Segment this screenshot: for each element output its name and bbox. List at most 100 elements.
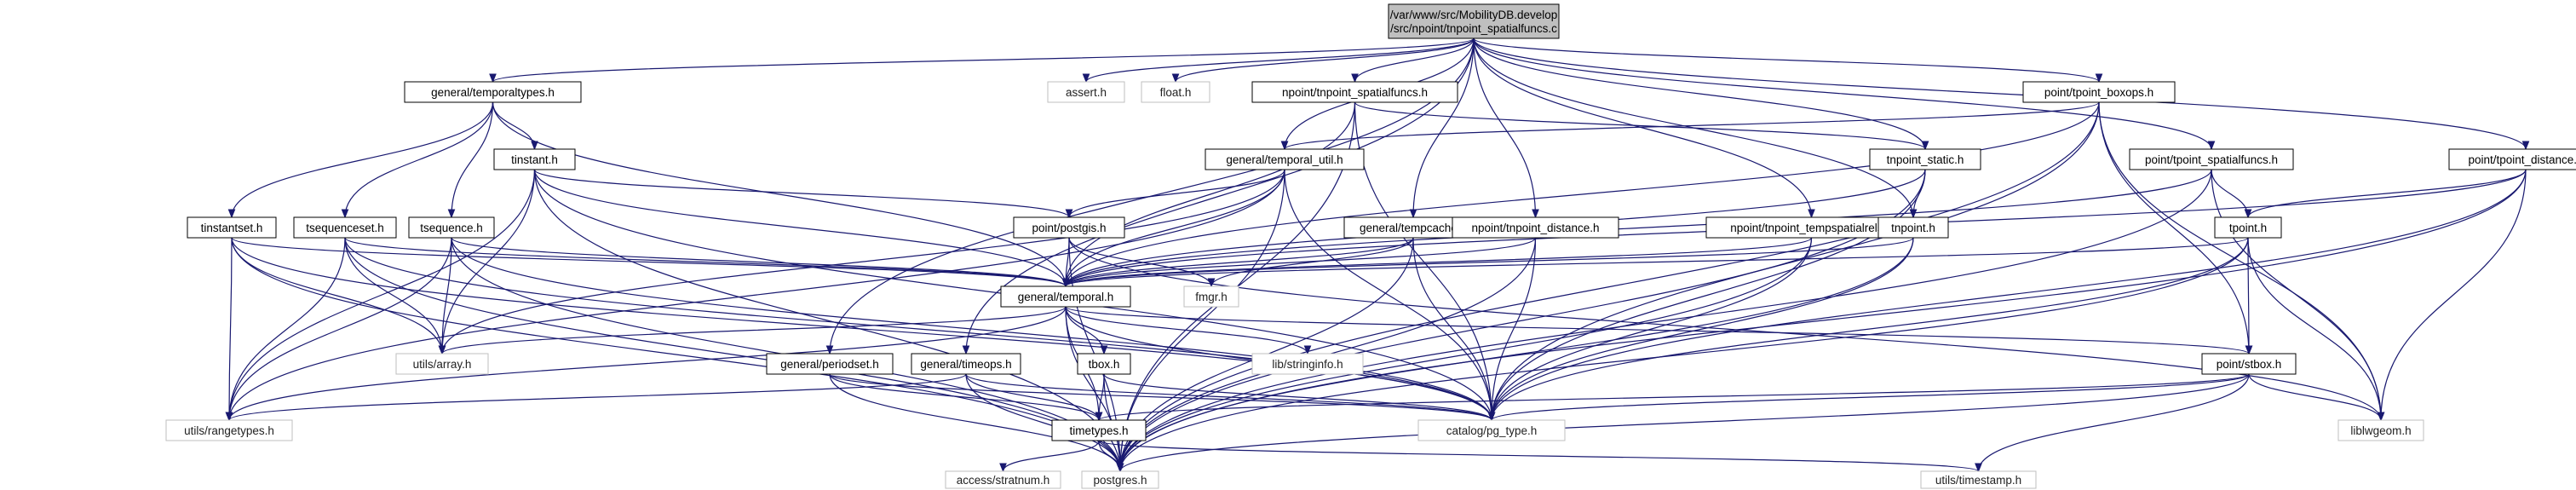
edge-root-to-tpoint_distance — [1473, 37, 2526, 149]
node-label: tinstant.h — [511, 153, 558, 166]
node-stratnum: access/stratnum.h — [945, 470, 1061, 489]
edge-tpoint-to-postgres — [1120, 237, 2249, 471]
node-tpoint_distance[interactable]: point/tpoint_distance.h — [2448, 148, 2576, 170]
edge-temporaltypes-to-tinstant — [492, 101, 535, 150]
node-postgis[interactable]: point/postgis.h — [1013, 216, 1125, 239]
node-assert: assert.h — [1047, 81, 1125, 103]
edge-tempcache-to-temporal — [1066, 237, 1414, 287]
node-timeops[interactable]: general/timeops.h — [911, 353, 1021, 375]
node-label: postgres.h — [1093, 474, 1147, 487]
node-array: utils/array.h — [395, 353, 489, 375]
node-box — [1251, 81, 1458, 103]
node-box — [1013, 216, 1125, 239]
edge-tpoint_spatialfuncs-to-tpoint — [2211, 169, 2248, 218]
node-rangetypes: utils/rangetypes.h — [165, 419, 293, 441]
node-temporal_util[interactable]: general/temporal_util.h — [1205, 148, 1365, 170]
edge-tnpoint_static-to-pg_type — [1492, 169, 1926, 420]
node-label: utils/array.h — [413, 358, 472, 371]
node-box — [293, 216, 397, 239]
node-npoint_spatialfuncs_h[interactable]: npoint/tnpoint_spatialfuncs.h — [1251, 81, 1458, 103]
edge-tinstant-to-postgres — [533, 169, 1121, 471]
node-tinstantset[interactable]: tinstantset.h — [187, 216, 277, 239]
node-tnpoint_static[interactable]: tnpoint_static.h — [1869, 148, 1981, 170]
edge-temporal_util-to-postgis — [1069, 169, 1285, 218]
edge-tinstant-to-rangetypes — [229, 169, 536, 420]
node-stbox[interactable]: point/stbox.h — [2201, 353, 2297, 375]
node-box — [187, 216, 277, 239]
node-box — [2129, 148, 2294, 170]
node-periodset[interactable]: general/periodset.h — [766, 353, 894, 375]
edge-tpoint_boxops-to-temporal — [1066, 101, 2100, 286]
edge-tempspatialrels-to-temporal — [1066, 237, 1813, 287]
edge-tnpoint-to-postgres — [1120, 237, 1914, 471]
edge-root-to-tnpoint_static — [1473, 37, 1925, 149]
node-box — [165, 419, 293, 441]
node-box — [1417, 419, 1566, 441]
node-tnpoint_distance[interactable]: npoint/tnpoint_distance.h — [1452, 216, 1619, 239]
node-box — [2022, 81, 2176, 103]
edge-temporaltypes-to-tinstantset — [232, 101, 494, 217]
node-label: lib/stringinfo.h — [1272, 358, 1343, 371]
node-box — [493, 148, 576, 170]
nodes-layer: /var/www/src/MobilityDB.develop/src/npoi… — [165, 3, 2576, 489]
edge-temporaltypes-to-tsequenceset — [345, 101, 494, 217]
node-label: npoint/tnpoint_distance.h — [1471, 222, 1599, 234]
node-label: tbox.h — [1089, 358, 1120, 371]
node-tpoint_spatialfuncs[interactable]: point/tpoint_spatialfuncs.h — [2129, 148, 2294, 170]
edge-tnpoint_distance-to-pg_type — [1492, 237, 1537, 420]
node-timetypes[interactable]: timetypes.h — [1051, 419, 1147, 441]
node-tsequenceset[interactable]: tsequenceset.h — [293, 216, 397, 239]
edge-temporal_util-to-pg_type — [1284, 169, 1492, 420]
edge-timetypes-to-stratnum — [1003, 440, 1100, 472]
node-tsequence[interactable]: tsequence.h — [408, 216, 495, 239]
edge-timeops-to-rangetypes — [229, 373, 967, 421]
node-box — [1251, 353, 1364, 375]
node-tbox[interactable]: tbox.h — [1077, 353, 1131, 375]
edge-tsequence-to-pg_type — [451, 237, 1492, 420]
node-root[interactable]: /var/www/src/MobilityDB.develop/src/npoi… — [1388, 3, 1560, 39]
node-timestamp: utils/timestamp.h — [1920, 470, 2037, 489]
node-label: timetypes.h — [1069, 424, 1128, 437]
node-label: tpoint.h — [2229, 222, 2267, 234]
edge-root-to-float — [1176, 37, 1475, 83]
node-box — [1920, 470, 2037, 489]
edge-stbox-to-liblwgeom — [2248, 373, 2381, 421]
node-tpoint_boxops[interactable]: point/tpoint_boxops.h — [2022, 81, 2176, 103]
node-box — [1077, 353, 1131, 375]
node-label: tinstantset.h — [201, 222, 263, 234]
node-label: utils/rangetypes.h — [184, 424, 274, 437]
edge-periodset-to-postgres — [829, 373, 1120, 471]
node-tinstant[interactable]: tinstant.h — [493, 148, 576, 170]
edge-npoint_spatialfuncs_h-to-tnpoint_static — [1354, 101, 1926, 150]
edge-root-to-tempspatialrels — [1473, 37, 1812, 217]
node-box — [945, 470, 1061, 489]
node-box — [911, 353, 1021, 375]
node-label: tnpoint_static.h — [1887, 153, 1964, 166]
node-box — [2337, 419, 2424, 441]
node-fmgr: fmgr.h — [1183, 285, 1239, 308]
node-label: point/tpoint_distance.h — [2468, 153, 2576, 166]
edge-tpoint-to-temporal — [1066, 237, 2249, 287]
node-label: liblwgeom.h — [2350, 424, 2411, 437]
node-temporaltypes[interactable]: general/temporaltypes.h — [404, 81, 582, 103]
node-label: general/temporal.h — [1018, 291, 1114, 303]
edge-tsequenceset-to-array — [344, 237, 442, 354]
edge-stbox-to-pg_type — [1492, 373, 2250, 421]
edge-timetypes-to-timestamp — [1098, 440, 1979, 472]
edge-tpoint_distance-to-liblwgeom — [2381, 169, 2527, 420]
edge-stbox-to-timestamp — [1979, 373, 2250, 471]
edge-tempcache-to-pg_type — [1412, 237, 1492, 420]
edge-tinstant-to-postgis — [533, 169, 1070, 218]
edge-tpoint_distance-to-tpoint — [2248, 169, 2527, 218]
edge-root-to-tempcache — [1413, 37, 1475, 217]
node-box — [2201, 353, 2297, 375]
node-box — [766, 353, 894, 375]
edge-temporal-to-tbox — [1065, 306, 1104, 355]
node-tpoint[interactable]: tpoint.h — [2214, 216, 2282, 239]
edge-tnpoint_distance-to-temporal — [1066, 237, 1537, 287]
edge-tnpoint-to-temporal — [1066, 237, 1914, 287]
edge-tbox-to-pg_type — [1103, 373, 1492, 421]
node-tnpoint[interactable]: tnpoint.h — [1877, 216, 1949, 239]
node-temporal[interactable]: general/temporal.h — [1000, 285, 1131, 308]
